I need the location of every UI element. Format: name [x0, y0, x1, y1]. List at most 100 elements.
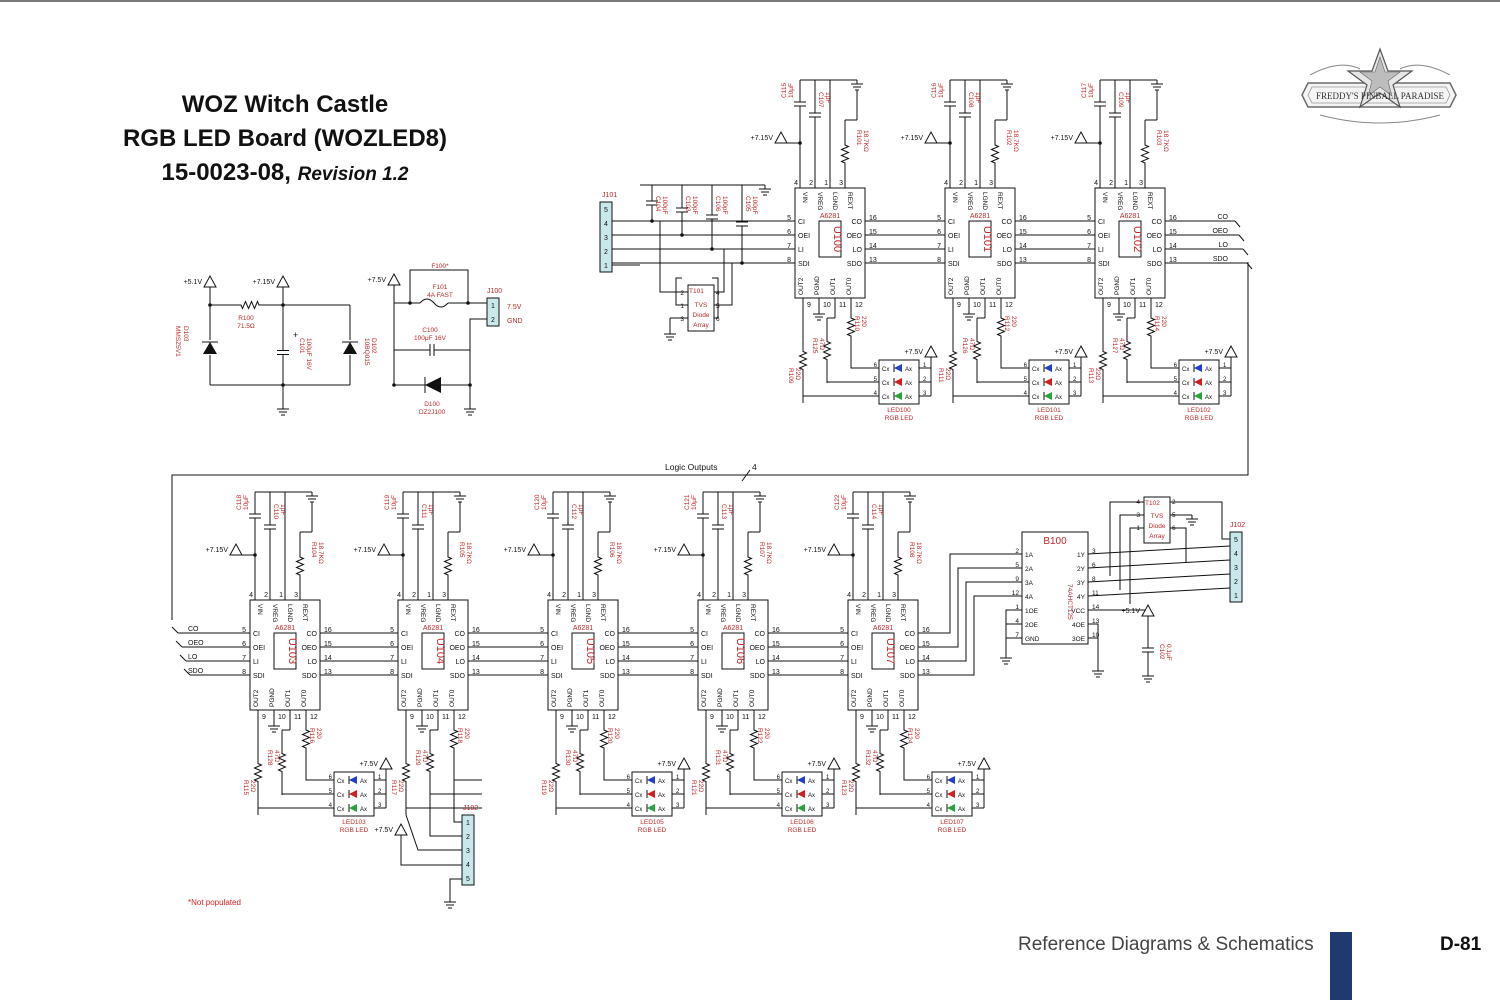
pin-label: VREG	[816, 192, 823, 210]
power-rail: +7.15V	[1051, 130, 1088, 144]
connector-pin-number: 1	[604, 263, 608, 270]
daisy-chain-wires	[320, 220, 1095, 676]
input-capacitor	[697, 492, 709, 540]
led-diode-blue	[947, 776, 955, 784]
capacitor-value: 1μF	[1124, 92, 1131, 103]
resistor-zigzag	[851, 730, 861, 815]
pin-number: 16	[922, 627, 930, 634]
input-capacitor	[249, 492, 261, 540]
driver-part-number: A6281	[820, 213, 840, 220]
led-diode-red	[894, 378, 902, 386]
pin-label: LO	[606, 659, 616, 666]
pin-label: REXT	[846, 192, 853, 209]
wire	[257, 807, 334, 815]
junction-dot	[401, 553, 405, 557]
out2-resistor	[851, 730, 861, 815]
junction-dot	[948, 141, 952, 145]
pin-number: 13	[324, 669, 332, 676]
led-pin-number: 5	[329, 789, 333, 795]
pin-label: CO	[1152, 219, 1163, 226]
resistor-ref: R107	[758, 542, 765, 558]
pin-number: 9	[560, 714, 564, 721]
pin-number: 16	[622, 627, 630, 634]
led-pin-number: 6	[927, 775, 931, 781]
pin-label: LI	[701, 659, 707, 666]
pin-label: CI	[851, 631, 858, 638]
pin-label: LO	[308, 659, 318, 666]
diode-body	[343, 342, 357, 354]
junction-dot	[740, 261, 744, 265]
resistor-zigzag	[593, 532, 603, 600]
led-diode-blue	[797, 776, 805, 784]
pin-number: 15	[922, 641, 930, 648]
power-rail: +7.15V	[354, 542, 391, 556]
pin-label: OUT0	[1146, 277, 1153, 295]
resistor-ref: R108	[908, 542, 915, 558]
resistor-ref: R127	[1111, 338, 1118, 354]
pin-label: CO	[1002, 219, 1013, 226]
rail-arrow	[677, 542, 691, 556]
driver-ref: U101	[981, 226, 993, 252]
resistor-ref: R113	[1087, 368, 1094, 383]
pin-number: 13	[1169, 257, 1177, 264]
resistor-value: 18.7KΩ	[465, 542, 472, 564]
resistor-zigzag	[1140, 120, 1150, 188]
pin-label: CI	[948, 219, 955, 226]
junction-dot	[253, 553, 257, 557]
wire	[281, 793, 334, 795]
power-rail: +7.5V	[658, 756, 691, 770]
pin-label: 1Y	[1077, 552, 1086, 559]
led-pin-number: 4	[777, 803, 781, 809]
pin-label: OUT2	[401, 689, 408, 707]
input-capacitor	[397, 492, 409, 540]
pin-number: 1	[1015, 604, 1019, 611]
pin-number: 2	[862, 592, 866, 599]
resistor-ref: R128	[266, 750, 273, 766]
resistor-zigzag	[551, 730, 561, 815]
pin-label: VIN	[801, 192, 808, 203]
pin-number: 14	[324, 655, 332, 662]
out0-resistor	[449, 710, 459, 768]
c100-capacitor	[394, 344, 470, 356]
led-cathode-label: Cx	[882, 381, 889, 387]
rail-arrow	[924, 344, 938, 358]
resistor-ref: R111	[937, 368, 944, 383]
ground-symbol	[454, 492, 466, 503]
connector-j100: 12	[486, 297, 500, 327]
out1-resistor	[725, 730, 735, 795]
led-diode-green	[797, 804, 805, 812]
rail-label: +5.1V	[184, 279, 203, 286]
pin-number: 16	[1019, 215, 1027, 222]
rail-label: +5.1V	[1122, 608, 1141, 615]
wire	[918, 595, 1022, 676]
pin-label: OUT2	[948, 277, 955, 295]
junction-dot	[851, 553, 855, 557]
capacitor-ref: C100	[422, 327, 438, 334]
resistor-ref: R131	[714, 750, 721, 766]
wire	[918, 581, 1022, 662]
pin-number: 6	[690, 641, 694, 648]
pin-number: 4	[547, 592, 551, 599]
resistor-value: 220	[1160, 316, 1167, 327]
pin-label: 3Y	[1077, 580, 1086, 587]
pin-label: VIN	[404, 604, 411, 615]
led-pin-number: 6	[874, 363, 878, 369]
led-pin-number: 3	[676, 803, 680, 809]
pin-label: CI	[253, 631, 260, 638]
resistor-ref: R123	[840, 780, 847, 796]
pin-label: LO	[1003, 247, 1013, 254]
capacitor-ref: C117	[1081, 83, 1088, 98]
pin-label: SDO	[450, 673, 466, 680]
pin-number: 12	[908, 714, 916, 721]
wire	[209, 287, 230, 306]
bus-signal-name: SDO	[188, 668, 204, 675]
diode-d100-body	[425, 377, 441, 393]
pin-label: OUT2	[551, 689, 558, 707]
led-anode-label: Ax	[360, 793, 367, 799]
led-pin-number: 1	[378, 775, 382, 781]
led-cathode-label: Cx	[635, 807, 642, 813]
capacitor-ref: C105	[744, 196, 751, 212]
